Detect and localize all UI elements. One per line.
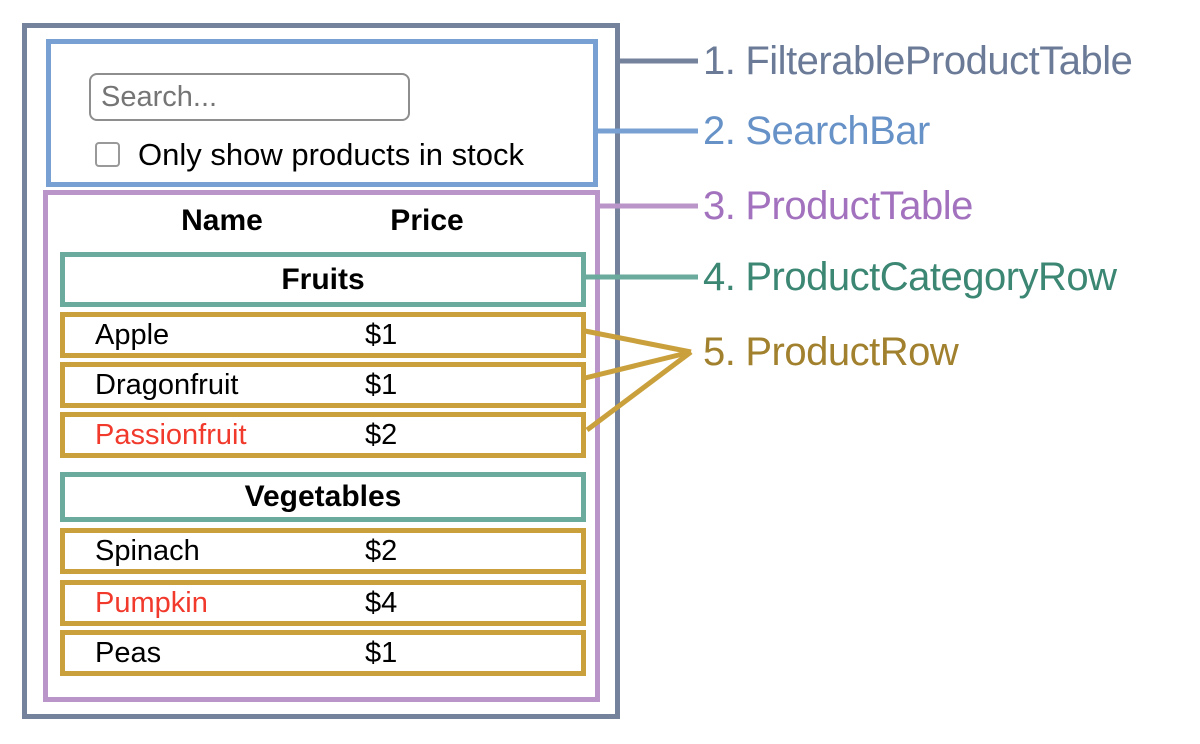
legend-label: ProductCategoryRow — [745, 254, 1117, 299]
legend-label: SearchBar — [745, 108, 930, 153]
legend-item-product-category-row: 4. ProductCategoryRow — [703, 253, 1117, 301]
legend-number: 5. — [703, 329, 736, 374]
product-price: $2 — [365, 534, 398, 567]
search-input[interactable] — [89, 73, 410, 121]
product-row-pumpkin: Pumpkin $4 — [60, 580, 586, 626]
legend-number: 2. — [703, 108, 736, 153]
legend-item-product-row: 5. ProductRow — [703, 328, 959, 376]
product-name: Apple — [95, 318, 170, 351]
product-table-box — [43, 190, 600, 702]
in-stock-checkbox[interactable] — [95, 142, 120, 167]
product-price: $1 — [365, 318, 398, 351]
price-column-header: Price — [390, 204, 464, 237]
product-price: $1 — [365, 368, 398, 401]
category-row-fruits: Fruits — [60, 252, 586, 307]
legend-number: 4. — [703, 254, 736, 299]
category-label: Fruits — [281, 262, 365, 296]
product-price: $4 — [365, 586, 398, 619]
search-bar-box — [46, 39, 598, 187]
legend-label: ProductRow — [745, 329, 959, 374]
name-column-header: Name — [181, 204, 263, 237]
product-name: Dragonfruit — [95, 368, 239, 401]
category-row-vegetables: Vegetables — [60, 472, 586, 522]
product-name: Pumpkin — [95, 586, 208, 619]
product-name: Spinach — [95, 534, 200, 567]
legend-item-search-bar: 2. SearchBar — [703, 107, 930, 155]
legend-number: 1. — [703, 38, 736, 83]
legend-number: 3. — [703, 183, 736, 228]
category-label: Vegetables — [244, 480, 402, 513]
product-row-passionfruit: Passionfruit $2 — [60, 412, 586, 458]
legend-label: ProductTable — [745, 183, 973, 228]
product-row-dragonfruit: Dragonfruit $1 — [60, 362, 586, 408]
legend-item-product-table: 3. ProductTable — [703, 182, 973, 230]
product-row-peas: Peas $1 — [60, 630, 586, 676]
product-row-apple: Apple $1 — [60, 312, 586, 358]
legend-item-filterable-product-table: 1. FilterableProductTable — [703, 37, 1133, 85]
product-name: Passionfruit — [95, 418, 247, 451]
product-name: Peas — [95, 636, 162, 669]
product-price: $1 — [365, 636, 398, 669]
product-row-spinach: Spinach $2 — [60, 528, 586, 574]
product-price: $2 — [365, 418, 398, 451]
legend-label: FilterableProductTable — [745, 38, 1133, 83]
in-stock-checkbox-label: Only show products in stock — [138, 137, 524, 172]
